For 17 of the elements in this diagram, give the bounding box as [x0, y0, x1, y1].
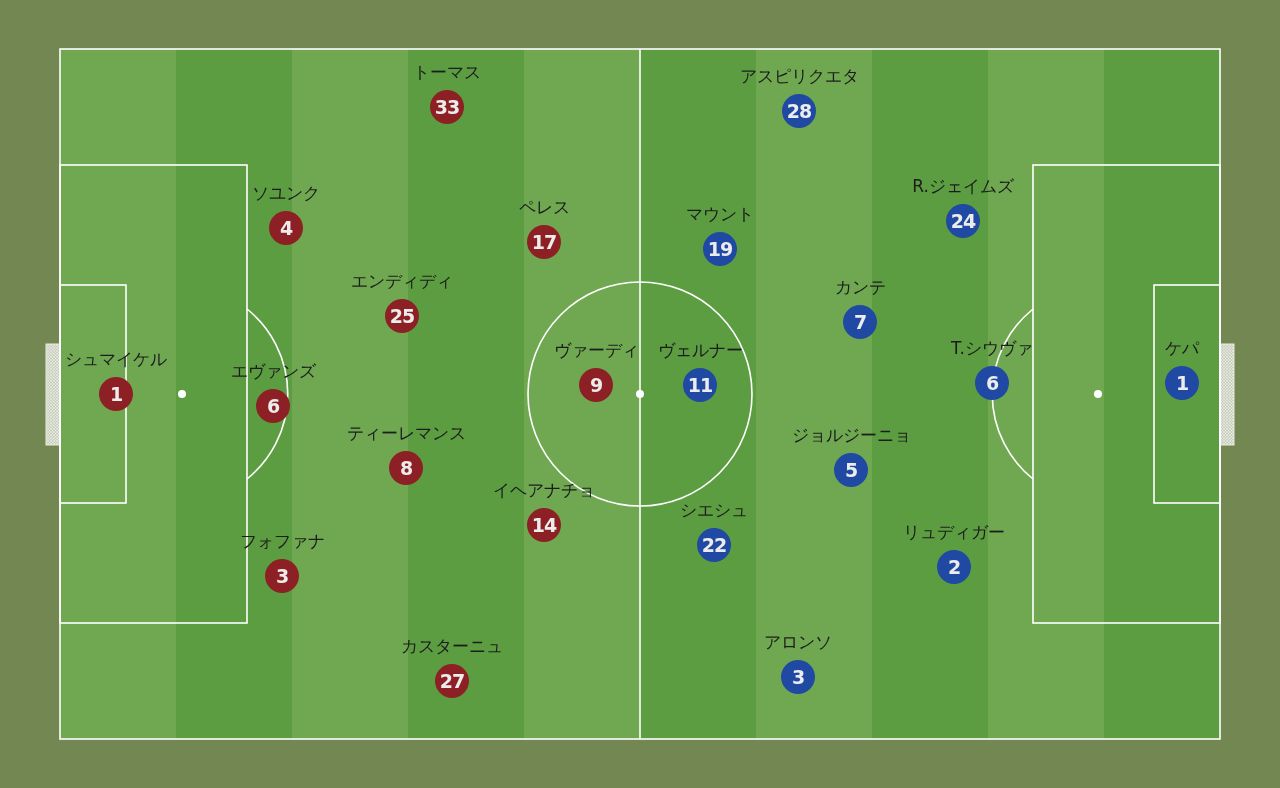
player-name: ヴァーディ — [553, 341, 639, 360]
player-name: アスピリクエタ — [739, 67, 859, 86]
player-name: リュディガー — [903, 523, 1005, 542]
player-name: トーマス — [413, 63, 481, 82]
player-name: アロンソ — [764, 633, 832, 652]
player-name: ケパ — [1165, 339, 1199, 358]
player-name: カスターニュ — [401, 637, 503, 656]
player-name: エンディディ — [351, 272, 453, 291]
player-name: シエシュ — [680, 501, 748, 520]
player-name: カンテ — [834, 278, 886, 297]
player-name: ジョルジーニョ — [791, 426, 911, 445]
player-name: マウント — [686, 205, 754, 224]
player-name: R.ジェイムズ — [912, 177, 1014, 196]
player-name: ペレス — [518, 198, 570, 217]
player-name: ソユンク — [252, 184, 320, 203]
player-name: ティーレマンス — [346, 424, 466, 443]
player-name: ヴェルナー — [657, 341, 743, 360]
